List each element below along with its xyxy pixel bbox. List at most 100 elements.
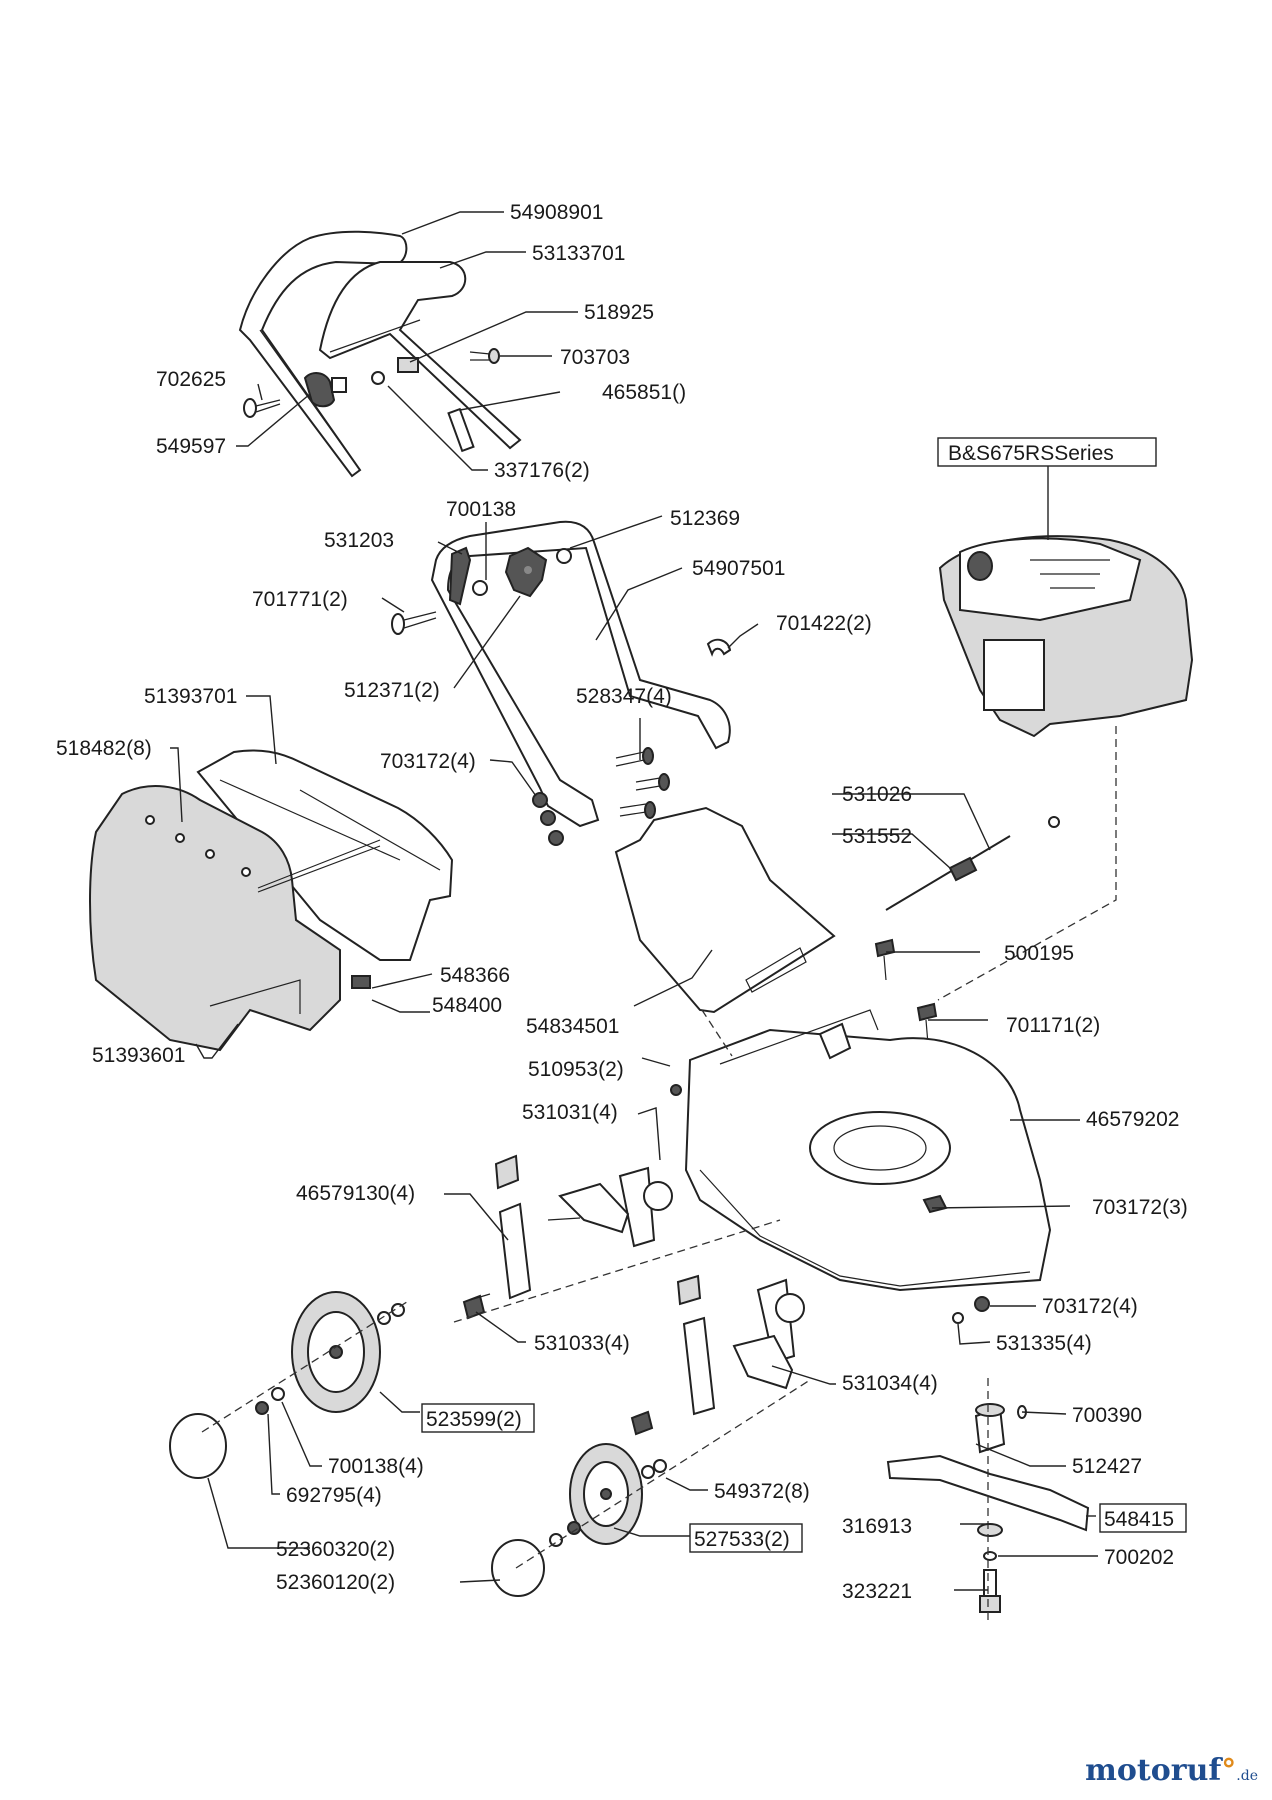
label-700138-b: 700138(4) [328, 1455, 424, 1478]
bolt-703703 [469, 348, 500, 364]
label-531552: 531552 [842, 825, 912, 848]
clip-701422 [706, 638, 732, 657]
bolt-701771 [391, 611, 437, 635]
catcher-bottom-51393601 [89, 785, 341, 1052]
nut-692795 [255, 1401, 269, 1415]
label-500195: 500195 [1004, 942, 1074, 965]
cable-guide-531203 [448, 546, 472, 606]
label-703172-b: 703172(3) [1092, 1196, 1188, 1219]
label-549597: 549597 [156, 435, 226, 458]
label-549372: 549372(8) [714, 1480, 810, 1503]
rear-wheel-523599 [291, 1291, 381, 1413]
label-703703: 703703 [560, 346, 630, 369]
washer-700138-b [271, 1387, 285, 1401]
label-523599: 523599(2) [426, 1408, 522, 1431]
label-548400: 548400 [432, 994, 502, 1017]
washer-front [549, 1533, 563, 1547]
watermark-tld: .de [1236, 1768, 1258, 1784]
catcher-top-51393701 [196, 749, 454, 961]
label-512371: 512371(2) [344, 679, 440, 702]
label-323221: 323221 [842, 1580, 912, 1603]
upper-handle [238, 230, 522, 478]
cable-clip [397, 357, 475, 453]
catcher-frame [257, 839, 381, 893]
blade-548415 [886, 1454, 1090, 1532]
brake-lever-clip [303, 372, 347, 408]
label-527533: 527533(2) [694, 1528, 790, 1551]
label-701171: 701171(2) [1006, 1014, 1100, 1037]
label-54907501: 54907501 [692, 557, 785, 580]
nuts-703172-a [532, 792, 564, 846]
guide-lines [201, 726, 1117, 1620]
height-adjuster-front [676, 1274, 805, 1416]
label-510953: 510953(2) [528, 1058, 624, 1081]
label-46579202: 46579202 [1086, 1108, 1179, 1131]
label-701771: 701771(2) [252, 588, 348, 611]
watermark-brand: motoruf [1085, 1753, 1222, 1788]
washer-510953 [670, 1084, 682, 1096]
watermark-mark: ° [1221, 1753, 1237, 1788]
label-703172-a: 703172(4) [380, 750, 476, 773]
label-box-548415 [1099, 1503, 1187, 1533]
washer-316913 [977, 1523, 1003, 1537]
label-465851: 465851() [602, 381, 686, 404]
label-51393601: 51393601 [92, 1044, 185, 1067]
label-702625: 702625 [156, 368, 226, 391]
bolt-500195 [874, 938, 896, 981]
label-531335: 531335(4) [996, 1332, 1092, 1355]
label-337176: 337176(2) [494, 459, 590, 482]
label-531033: 531033(4) [534, 1332, 630, 1355]
rivets-518482 [145, 815, 251, 877]
label-52360320: 52360320(2) [276, 1538, 395, 1561]
label-box-523599 [421, 1403, 535, 1433]
label-518925: 518925 [584, 301, 654, 324]
label-engine: B&S675RSSeries [948, 442, 1114, 465]
label-700202: 700202 [1104, 1546, 1174, 1569]
label-46579130: 46579130(4) [296, 1182, 415, 1205]
label-54834501: 54834501 [526, 1015, 619, 1038]
nut-front [567, 1521, 581, 1535]
label-548415: 548415 [1104, 1508, 1174, 1531]
label-53133701: 53133701 [532, 242, 625, 265]
washer-700202 [983, 1551, 997, 1561]
label-518482: 518482(8) [56, 737, 152, 760]
rear-cover-54834501 [614, 806, 836, 1014]
label-512369: 512369 [670, 507, 740, 530]
hubcap-52360320 [169, 1413, 227, 1479]
screw-531335 [952, 1312, 964, 1324]
mower-deck-46579202 [684, 1009, 1052, 1292]
label-51393701: 51393701 [144, 685, 237, 708]
label-531034: 531034(4) [842, 1372, 938, 1395]
bolts-528347 [615, 747, 670, 819]
nut-337176 [371, 371, 385, 385]
label-box-527533 [689, 1523, 803, 1553]
clip-548366 [351, 975, 371, 989]
label-700138-a: 700138 [446, 498, 516, 521]
label-512427: 512427 [1072, 1455, 1142, 1478]
blade-adapter-512427 [974, 1403, 1006, 1454]
label-531203: 531203 [324, 529, 394, 552]
motoruf-watermark: motoruf°.de [1085, 1753, 1258, 1788]
label-548366: 548366 [440, 964, 510, 987]
label-316913: 316913 [842, 1515, 912, 1538]
washer-700138 [472, 580, 488, 596]
label-701422: 701422(2) [776, 612, 872, 635]
front-wheel-527533 [569, 1443, 643, 1545]
hubcap-52360120 [491, 1539, 545, 1597]
label-52360120: 52360120(2) [276, 1571, 395, 1594]
lower-handle [430, 520, 731, 828]
bolt-323221 [979, 1569, 1001, 1613]
bolt-531033 [462, 1293, 491, 1320]
engine-unit [938, 535, 1194, 738]
star-knob [504, 546, 548, 598]
label-703172-c: 703172(4) [1042, 1295, 1138, 1318]
label-700390: 700390 [1072, 1404, 1142, 1427]
label-531026: 531026 [842, 783, 912, 806]
bolt-531034 [630, 1410, 654, 1436]
engine-label-box [937, 437, 1157, 467]
label-531031: 531031(4) [522, 1101, 618, 1124]
washers-549372 [377, 1303, 667, 1479]
washer-512369 [556, 548, 572, 564]
height-adjuster-rear [494, 1154, 673, 1300]
